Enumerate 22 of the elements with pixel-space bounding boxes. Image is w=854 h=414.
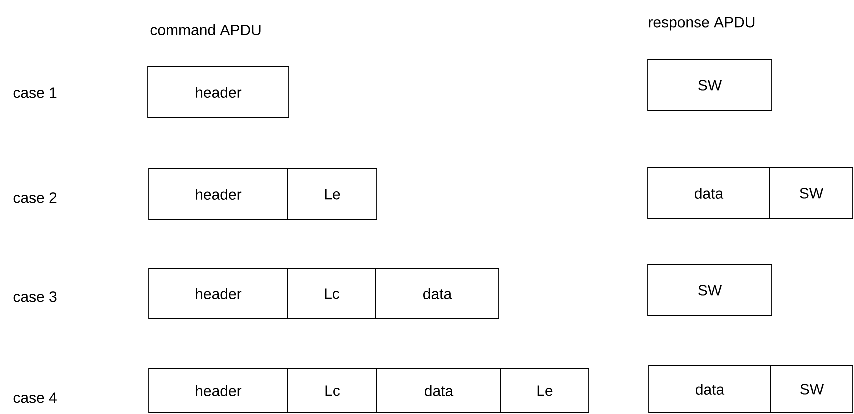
field-cell: SW [648, 264, 772, 316]
row-label: case 3 [14, 292, 57, 302]
field-cell: data [648, 366, 772, 414]
field-cell: Le [288, 168, 378, 220]
column-heading: command APDU [150, 24, 261, 36]
field-cell: SW [770, 168, 854, 220]
field-cell: Lc [288, 268, 376, 320]
row-label: case 2 [14, 192, 57, 204]
field-cell: SW [770, 366, 854, 414]
field-cell: Lc [288, 368, 378, 414]
field-cell: header [148, 368, 288, 414]
row-label: case 4 [14, 392, 57, 404]
field-cell: Le [500, 368, 590, 414]
field-cell: data [376, 368, 502, 414]
field-cell: header [148, 268, 288, 320]
field-cell: data [648, 168, 770, 220]
field-cell: header [148, 66, 290, 118]
row-label: case 1 [14, 88, 57, 98]
column-heading: response APDU [649, 17, 755, 31]
field-cell: data [376, 268, 500, 320]
field-cell: header [148, 168, 288, 220]
field-cell: SW [648, 60, 772, 112]
